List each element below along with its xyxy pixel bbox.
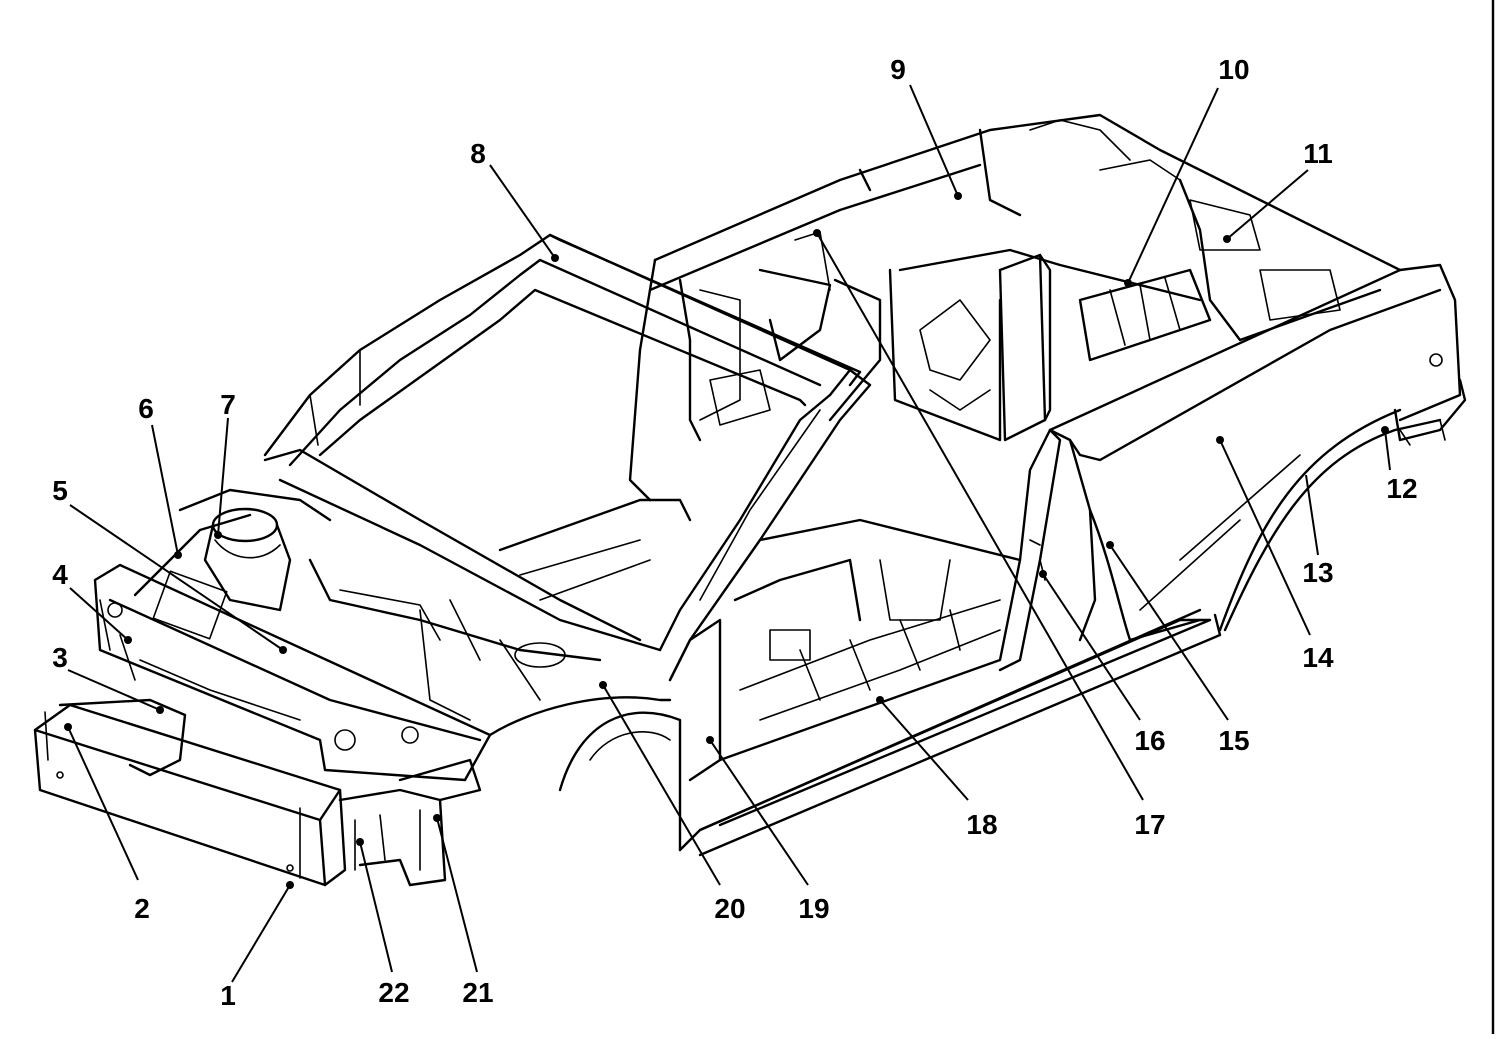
callout-13: 13 <box>1302 557 1333 588</box>
callout-11: 11 <box>1303 138 1333 169</box>
callout-15: 15 <box>1218 725 1249 756</box>
callout-17: 17 <box>1134 809 1165 840</box>
strut-tower <box>178 488 332 612</box>
rear-deck <box>648 113 1402 442</box>
callout-12: 12 <box>1386 473 1417 504</box>
callout-3: 3 <box>52 642 68 673</box>
callout-18: 18 <box>966 809 997 840</box>
callout-8: 8 <box>470 138 486 169</box>
callout-7: 7 <box>220 389 236 420</box>
callout-16: 16 <box>1134 725 1165 756</box>
callout-10: 10 <box>1218 54 1249 85</box>
callout-5: 5 <box>52 475 68 506</box>
callout-21: 21 <box>462 977 493 1008</box>
callout-6: 6 <box>138 393 154 424</box>
callout-19: 19 <box>798 893 829 924</box>
floor-pan <box>498 498 1022 762</box>
callout-22: 22 <box>378 977 409 1008</box>
callout-20: 20 <box>714 893 745 924</box>
radiator-support <box>93 513 492 782</box>
front-bumper-bar <box>33 703 347 887</box>
callout-9: 9 <box>890 54 906 85</box>
callout-labels: 1 2 3 4 5 6 7 8 9 10 11 12 13 14 15 16 1… <box>52 54 1417 1011</box>
callout-2: 2 <box>134 893 150 924</box>
front-wheelhouse <box>488 608 1222 857</box>
callout-14: 14 <box>1302 642 1334 673</box>
body-in-white-drawing <box>33 113 1467 889</box>
windshield-frame <box>263 233 862 467</box>
cowl-dash <box>263 448 662 721</box>
callout-4: 4 <box>52 559 68 590</box>
leader-lines <box>67 84 1391 983</box>
callout-1: 1 <box>220 980 236 1011</box>
front-rails <box>58 698 482 887</box>
rear-quarter-panel <box>1048 263 1467 642</box>
